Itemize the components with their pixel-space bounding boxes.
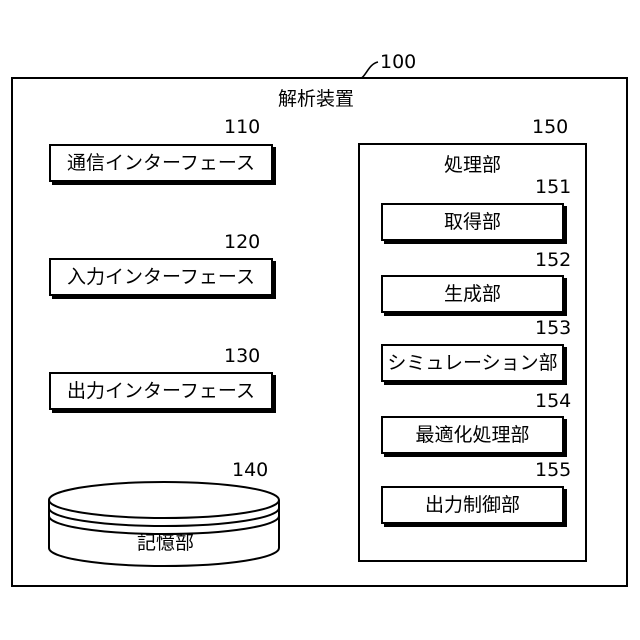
generation-unit-label: 生成部 [444,283,501,305]
input-interface-label: 入力インターフェース [67,266,255,288]
input-interface-ref: 120 [224,231,260,253]
communication-interface-ref: 110 [224,116,260,138]
output-control-unit-label: 出力制御部 [425,494,520,516]
optimization-unit-box: 最適化処理部 [381,416,564,454]
storage-ref: 140 [232,459,268,481]
simulation-unit-label: シミュレーション部 [387,352,557,374]
acquisition-unit-ref: 151 [535,176,571,198]
input-interface-box: 入力インターフェース [49,258,273,296]
simulation-unit-box: シミュレーション部 [381,344,564,382]
processor-ref: 150 [532,116,568,138]
device-label: 解析装置 [278,88,354,110]
processor-label: 処理部 [444,154,501,176]
acquisition-unit-box: 取得部 [381,203,564,241]
communication-interface-label: 通信インターフェース [67,152,255,174]
output-interface-box: 出力インターフェース [49,372,273,410]
simulation-unit-ref: 153 [535,317,571,339]
output-control-unit-box: 出力制御部 [381,486,564,524]
device-ref-number: 100 [380,51,416,73]
output-control-unit-ref: 155 [535,459,571,481]
generation-unit-box: 生成部 [381,275,564,313]
output-interface-label: 出力インターフェース [67,380,255,402]
storage-label: 記憶部 [137,532,194,554]
communication-interface-box: 通信インターフェース [49,144,273,182]
storage-cylinder-icon [46,478,282,570]
optimization-unit-label: 最適化処理部 [415,424,529,446]
output-interface-ref: 130 [224,345,260,367]
acquisition-unit-label: 取得部 [444,211,501,233]
generation-unit-ref: 152 [535,249,571,271]
optimization-unit-ref: 154 [535,390,571,412]
